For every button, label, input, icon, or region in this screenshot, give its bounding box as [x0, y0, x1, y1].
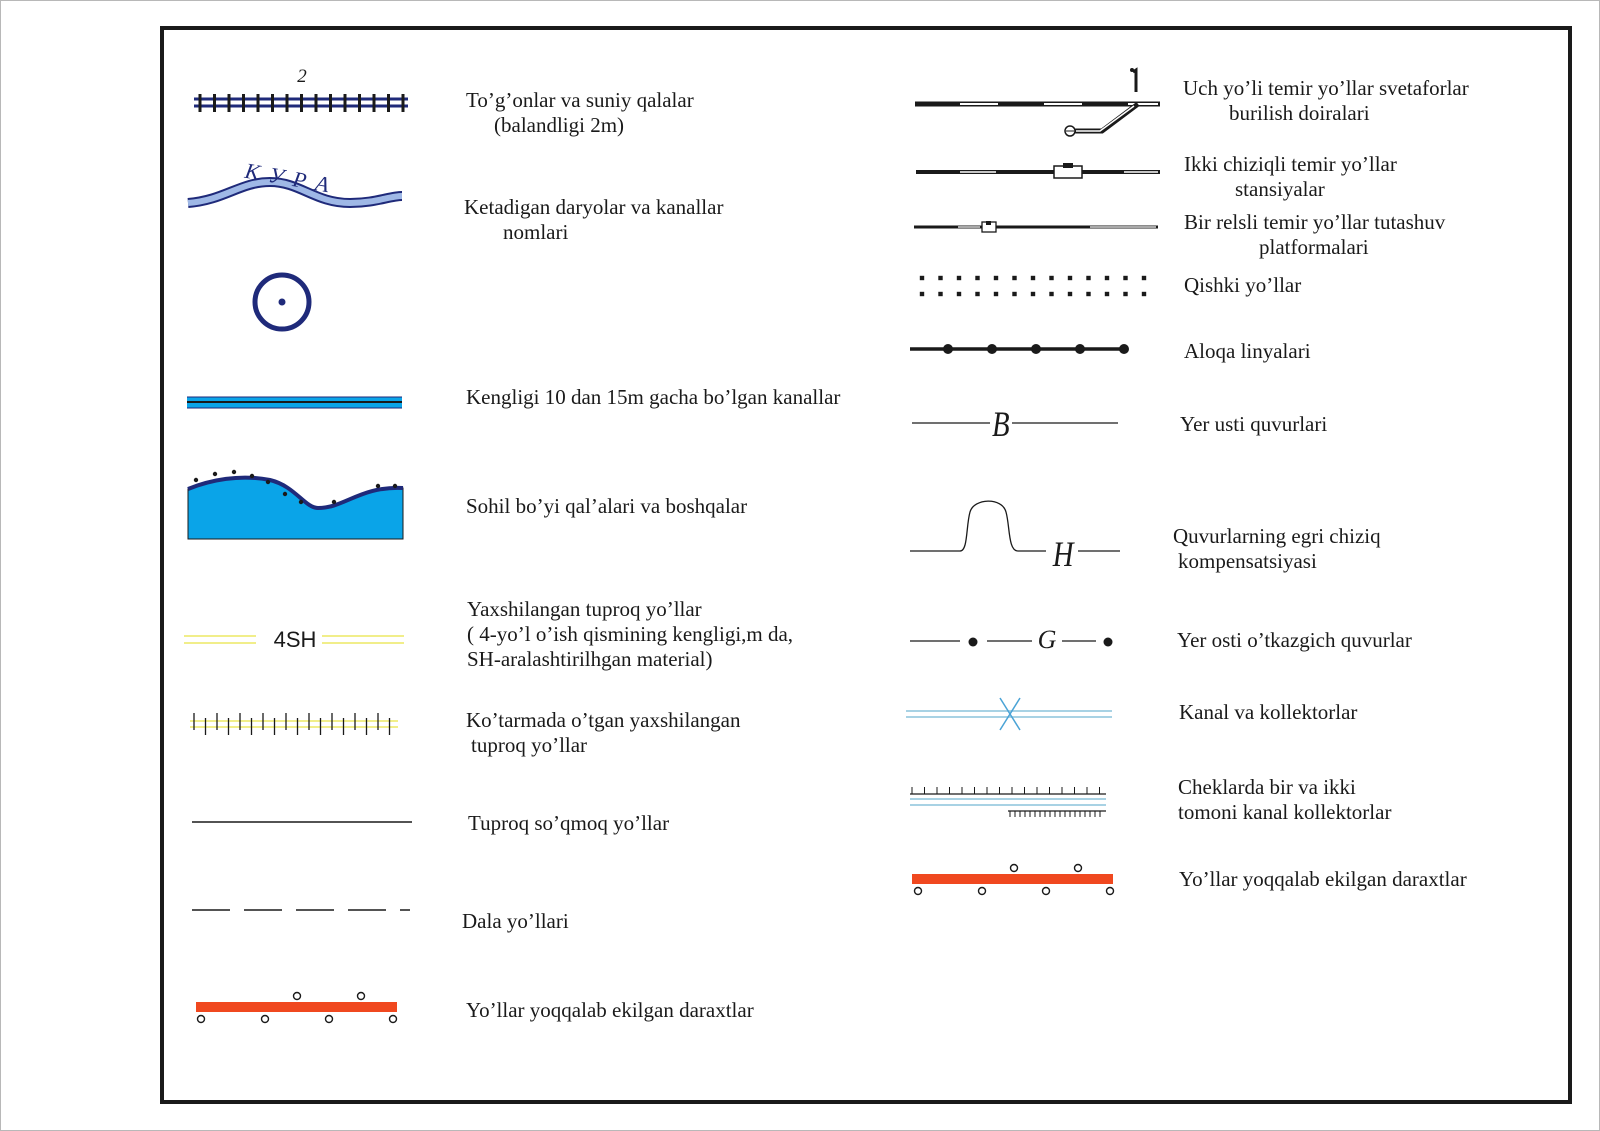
label-winter-road: Qishki yo’llar	[1184, 273, 1302, 297]
canal-symbol	[187, 396, 402, 409]
winter-road-dot	[938, 291, 943, 297]
trees-right-symbol	[912, 863, 1115, 896]
winter-road-dot	[1123, 275, 1128, 281]
label-comm-line: Aloqa linyalari	[1184, 339, 1311, 363]
mono-rail-symbol	[914, 221, 1158, 233]
winter-road-dot	[1030, 275, 1036, 281]
winter-road-dot	[956, 275, 962, 281]
label-rivers: Ketadigan daryolar va kanallar nomlari	[464, 195, 724, 244]
pipe-comp-letter: H	[1052, 535, 1075, 575]
label-above-pipe: Yer usti quvurlari	[1180, 412, 1328, 436]
river-name-text: К У Р А	[242, 158, 333, 198]
label-trees-right: Yo’llar yoqqalab ekilgan daraxtlar	[1179, 867, 1467, 891]
coast-dot	[282, 491, 288, 497]
winter-road-dot	[1012, 291, 1017, 297]
coast-symbol	[187, 469, 404, 540]
coast-dot	[212, 471, 218, 477]
label-embankment: To’g’onlar va suniy qalalar (balandligi …	[466, 88, 694, 137]
coast-dot	[298, 499, 304, 505]
winter-road-dot	[993, 291, 999, 297]
triple-rail-symbol	[915, 67, 1160, 137]
label-canal: Kengligi 10 dan 15m gacha bo’lgan kanall…	[466, 385, 841, 409]
label-canal-collector: Kanal va kollektorlar	[1179, 700, 1358, 724]
canal-collector-symbol	[906, 697, 1112, 731]
winter-road-dot	[1067, 291, 1073, 297]
pipe-above-letter: B	[992, 405, 1010, 445]
under-pipe-symbol: G	[910, 625, 1113, 654]
improved-road-symbol: 4SH	[184, 627, 404, 652]
label-mono-rail: Bir relsli temir yo’llar tutashuv platfo…	[1184, 210, 1446, 259]
legend-frame	[160, 26, 1572, 1104]
winter-road-dot	[1141, 291, 1147, 297]
pipe-comp-symbol: H	[910, 500, 1120, 575]
label-trees-left: Yo’llar yoqqalab ekilgan daraxtlar	[466, 998, 754, 1022]
label-raised-road: Ko’tarmada o’tgan yaxshilangan tuproq yo…	[466, 708, 741, 757]
coast-dot	[265, 479, 271, 485]
river-symbol: К У Р А	[187, 158, 403, 209]
winter-road-dot	[1086, 275, 1091, 281]
winter-road-dot	[1012, 275, 1017, 281]
coast-dot	[375, 483, 381, 489]
label-dirt-road: Tuproq so’qmoq yo’llar	[468, 811, 670, 835]
winter-road-symbol	[919, 275, 1147, 297]
winter-road-dot	[938, 275, 943, 281]
winter-road-dot	[1104, 291, 1110, 297]
winter-road-dot	[1049, 291, 1054, 297]
label-under-pipe: Yer osti o’tkazgich quvurlar	[1177, 628, 1412, 652]
well-symbol	[252, 272, 312, 332]
winter-road-dot	[1104, 275, 1110, 281]
label-triple-rail: Uch yo’li temir yo’llar svetaforlar buri…	[1183, 76, 1469, 125]
pipe-under-letter: G	[1038, 625, 1057, 654]
coast-dot	[331, 499, 337, 505]
winter-road-dot	[975, 291, 980, 297]
winter-road-dot	[1067, 275, 1073, 281]
winter-road-dot	[919, 275, 925, 281]
double-rail-symbol	[916, 163, 1160, 179]
label-improved-road: Yaxshilangan tuproq yo’llar ( 4-yo’l o’i…	[467, 597, 794, 671]
winter-road-dot	[1086, 291, 1091, 297]
label-double-rail: Ikki chiziqli temir yo’llar stansiyalar	[1184, 152, 1397, 201]
winter-road-dot	[1030, 291, 1036, 297]
embankment-height-text: 2	[297, 66, 307, 87]
coast-dot	[249, 473, 255, 479]
winter-road-dot	[919, 291, 925, 297]
winter-road-dot	[1123, 291, 1128, 297]
winter-road-dot	[956, 291, 962, 297]
coast-dot	[392, 483, 398, 489]
label-coast: Sohil bo’yi qal’alari va boshqalar	[466, 494, 748, 518]
embankment-symbol: 2	[194, 66, 408, 112]
winter-road-dot	[993, 275, 999, 281]
label-check-collector: Cheklarda bir va ikki tomoni kanal kolle…	[1178, 775, 1392, 824]
comm-line-symbol	[910, 344, 1129, 354]
trees-left-symbol	[196, 991, 398, 1024]
winter-road-dot	[1141, 275, 1147, 281]
coast-dot	[193, 477, 199, 483]
raised-road-symbol	[190, 713, 398, 735]
check-collector-symbol	[910, 787, 1106, 817]
winter-road-dot	[1049, 275, 1054, 281]
coast-dot	[231, 469, 237, 475]
winter-road-dot	[975, 275, 980, 281]
road-code-text: 4SH	[274, 627, 317, 652]
label-field-road: Dala yo’llari	[462, 909, 569, 933]
above-pipe-symbol: B	[912, 405, 1118, 445]
label-pipe-comp: Quvurlarning egri chiziq kompensatsiyasi	[1173, 524, 1381, 573]
